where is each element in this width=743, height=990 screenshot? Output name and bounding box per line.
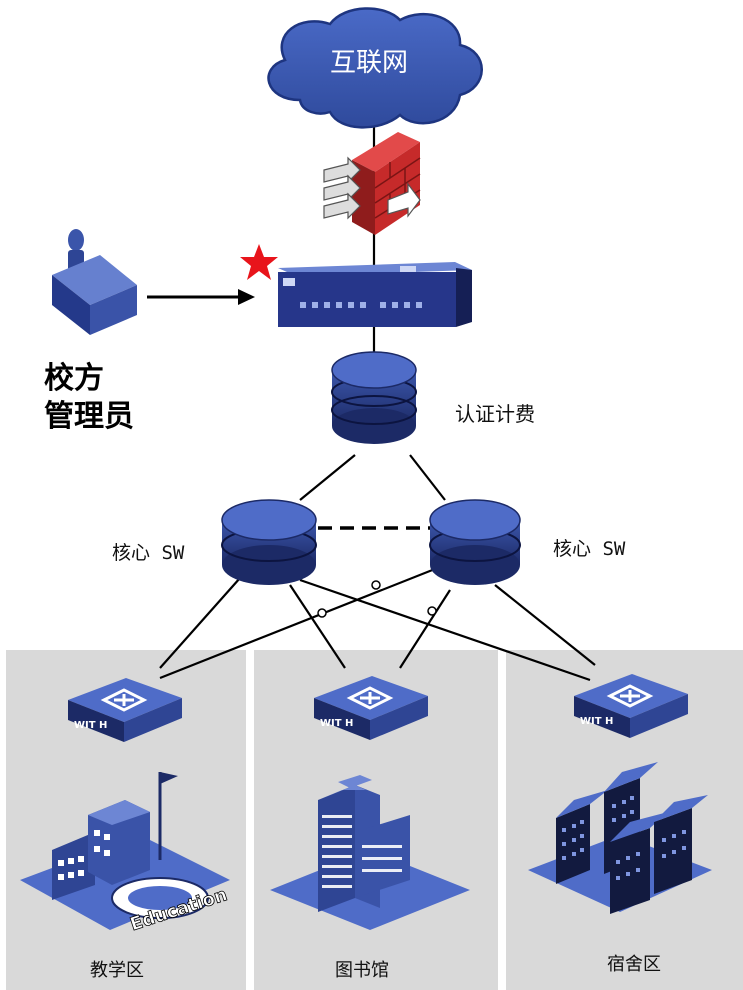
star-icon	[240, 244, 278, 280]
database-icon	[331, 351, 417, 444]
line-jumps	[317, 580, 437, 618]
admin-label-line1: 校方	[44, 361, 104, 396]
firewall-icon	[323, 132, 421, 235]
access-switch-icon: WIT H	[574, 674, 688, 738]
connection-lines	[159, 100, 596, 682]
switch-text: WIT H	[580, 716, 613, 727]
core-switch-left-label: 核心 SW	[112, 542, 185, 564]
admin-label-line2: 管理员	[44, 399, 134, 434]
zone-label-library: 图书馆	[335, 960, 389, 981]
access-switch-icon: WIT H	[68, 678, 182, 742]
admin-person-icon	[52, 229, 137, 335]
admin-label: 校方 管理员	[44, 360, 134, 436]
core-switch-icon	[429, 499, 521, 585]
gateway-device-icon	[278, 262, 472, 327]
access-switch-icon: WIT H	[314, 676, 428, 740]
zone-label-dorm: 宿舍区	[607, 954, 661, 975]
core-switch-icon	[221, 499, 317, 585]
dormitory-building-icon	[528, 762, 712, 914]
cloud-label: 互联网	[330, 48, 409, 78]
cloud-icon	[267, 7, 483, 129]
switch-text: WIT H	[74, 720, 107, 731]
auth-label: 认证计费	[455, 402, 535, 426]
zone-label-teaching: 教学区	[90, 960, 144, 981]
core-switch-right-label: 核心 SW	[553, 538, 626, 560]
admin-arrow	[147, 289, 255, 305]
switch-text: WIT H	[320, 718, 353, 729]
library-building-icon	[270, 775, 470, 930]
